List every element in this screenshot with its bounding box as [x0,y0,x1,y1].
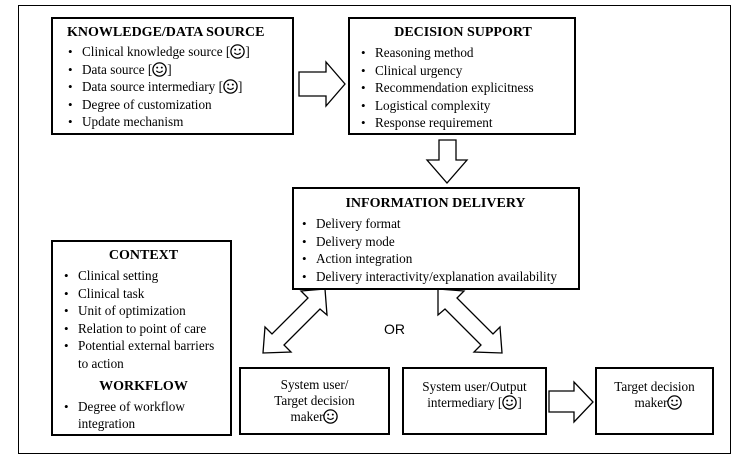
list-item-suffix: ] [237,79,243,95]
context-workflow-box: CONTEXT Clinical settingClinical taskUni… [51,240,232,436]
list-item-text: Degree of customization [82,96,212,112]
list-item: Delivery mode [299,233,572,251]
list-item: Delivery interactivity/explanation avail… [299,268,572,286]
arrow-decision-to-delivery [425,139,469,184]
output-line2-wrap: intermediary [] [404,395,545,411]
target-line1: Target decision [614,379,695,394]
list-item-text: Data source intermediary [ [82,79,223,95]
list-item-text: Unit of optimization [78,303,186,319]
target-line2-wrap: maker [597,395,712,411]
list-item: Update mechanism [65,113,286,131]
output-intermediary-box: System user/Output intermediary [] [402,367,547,435]
arrow-output-to-target [548,380,594,424]
list-item-text: Reasoning method [375,45,474,60]
knowledge-data-source-box: KNOWLEDGE/DATA SOURCE Clinical knowledge… [51,17,294,135]
list-item: Degree of customization [65,96,286,114]
list-item: Logistical complexity [358,97,568,115]
double-arrow-delivery-to-output-intermediary [437,288,503,354]
list-item-text: Recommendation explicitness [375,80,534,96]
list-item-text: Action integration [316,251,413,267]
list-item: Recommendation explicitness [358,79,568,97]
decision-title: DECISION SUPPORT [394,25,532,40]
decision-list: Reasoning methodClinical urgencyRecommen… [358,44,568,132]
information-delivery-box: INFORMATION DELIVERY Delivery formatDeli… [292,187,580,290]
target-line2: maker [634,395,668,410]
list-item: Degree of workflow integration [61,398,226,433]
target-decision-maker-box: Target decision maker [595,367,714,435]
list-item: Clinical setting [61,267,226,285]
list-item-text: Clinical task [78,285,145,301]
smiley-face-icon [152,61,168,77]
list-item-text: Logistical complexity [375,97,491,113]
list-item-text: Relation to point of care [78,320,207,336]
smiley-face-icon [667,395,683,410]
delivery-list: Delivery formatDelivery modeAction integ… [299,215,572,285]
smiley-face-icon [502,395,518,410]
list-item-suffix: ] [245,44,250,59]
list-item: Unit of optimization [61,302,226,320]
or-label: OR [384,321,405,337]
list-item: Action integration [299,250,572,268]
output-line1: System user/Output [422,379,527,394]
list-item: Clinical knowledge source [] [65,43,286,61]
context-title: CONTEXT [108,248,179,263]
knowledge-list: Clinical knowledge source []Data source … [65,43,286,131]
list-item: Clinical task [61,285,226,303]
list-item-text: Potential external barriers to action [78,338,215,371]
knowledge-title: KNOWLEDGE/DATA SOURCE [67,25,265,40]
list-item-text: Clinical setting [78,268,159,283]
list-item-text: Data source [ [82,61,153,77]
list-item: Data source intermediary [] [65,78,286,96]
list-item-text: Update mechanism [82,114,184,130]
list-item-text: Delivery interactivity/explanation avail… [316,268,557,284]
system-user-maker-label: maker [290,409,324,424]
list-item-text: Delivery format [316,216,401,231]
workflow-title: WORKFLOW [99,378,188,394]
list-item-text: Degree of workflow integration [78,398,185,432]
system-user-line1: System user/ [280,377,349,392]
system-user-line2: Target decision [274,393,355,408]
smiley-face-icon [323,409,339,424]
list-item-text: Clinical urgency [375,62,463,78]
list-item-text: Response requirement [375,115,493,131]
delivery-title: INFORMATION DELIVERY [345,196,526,211]
workflow-list: Degree of workflow integration [61,398,226,433]
list-item-suffix: ] [167,61,172,77]
list-item: Data source [] [65,61,286,79]
output-suffix: ] [517,395,522,410]
list-item: Clinical urgency [358,62,568,80]
list-item-text: Delivery mode [316,233,395,249]
list-item: Response requirement [358,114,568,132]
system-user-box: System user/ Target decision maker [239,367,390,435]
context-list: Clinical settingClinical taskUnit of opt… [61,267,226,373]
list-item: Relation to point of care [61,320,226,338]
list-item-text: Clinical knowledge source [ [82,44,231,59]
list-item: Potential external barriers to action [61,337,226,372]
system-user-line3: maker [241,409,388,425]
list-item: Reasoning method [358,44,568,62]
decision-support-box: DECISION SUPPORT Reasoning methodClinica… [348,17,576,135]
list-item: Delivery format [299,215,572,233]
double-arrow-delivery-to-system-user [262,288,328,354]
diagram-frame [18,5,731,454]
output-line2: intermediary [ [427,395,503,410]
arrow-knowledge-to-decision [298,60,346,108]
smiley-face-icon [230,44,246,59]
smiley-face-icon [223,79,238,94]
